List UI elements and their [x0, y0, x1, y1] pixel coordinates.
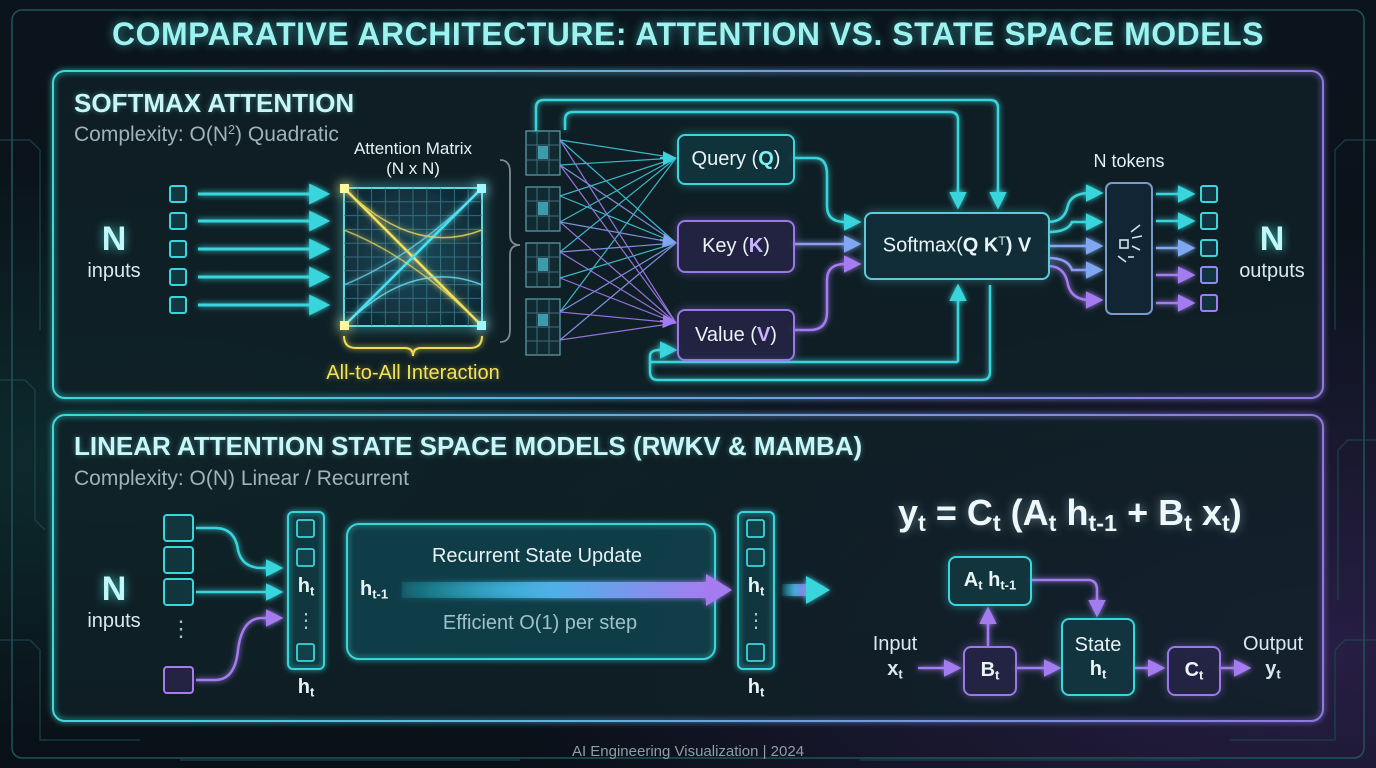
linear-input-arrows — [196, 526, 284, 682]
query-box: Query (Q) — [677, 134, 795, 185]
c-box: Ct — [1167, 646, 1221, 696]
recurrent-arrow — [402, 574, 732, 606]
n-tokens-block — [1105, 182, 1153, 315]
linear-inputs-n: N — [101, 570, 127, 608]
all-to-all-label: All-to-All Interaction — [326, 362, 500, 384]
key-box: Key (K) — [677, 220, 795, 273]
softmax-output-arrows — [1156, 185, 1196, 312]
softmax-output-tokens — [1200, 185, 1218, 312]
right-column-ht: ht — [747, 575, 765, 599]
left-column-ellipsis: ⋮ — [296, 610, 316, 632]
input-label: Input — [872, 633, 918, 655]
softmax-to-tokens-lines — [1047, 184, 1104, 309]
a-h-box: At ht-1 — [948, 556, 1032, 606]
feedback-loops-top — [534, 98, 1007, 210]
linear-input-tokens — [163, 514, 194, 694]
output-label: Output — [1242, 633, 1304, 655]
state-cells-left — [296, 519, 315, 662]
softmax-input-arrows — [198, 183, 331, 316]
softmax-outputs-n: N — [1259, 220, 1285, 258]
state-box: State ht — [1061, 618, 1135, 696]
grouping-brace — [499, 159, 521, 343]
main-title: COMPARATIVE ARCHITECTURE: ATTENTION VS. … — [112, 16, 1264, 52]
right-column-ellipsis: ⋮ — [746, 610, 766, 632]
feedback-loops-bottom — [648, 283, 992, 382]
circuit-traces — [0, 139, 1376, 761]
state-cells-right — [746, 519, 765, 662]
output-y: yt — [1265, 658, 1281, 682]
softmax-input-tokens — [169, 185, 187, 314]
linear-inputs-ellipsis: ⋮ — [170, 616, 192, 641]
softmax-box: Softmax(Q KT) V — [864, 212, 1050, 280]
softmax-panel-title: SOFTMAX ATTENTION — [74, 88, 355, 118]
recurrent-h-prev: ht-1 — [360, 578, 389, 602]
value-box: Value (V) — [677, 309, 795, 361]
softmax-inputs-label: inputs — [87, 260, 141, 282]
left-column-ht: ht — [297, 575, 315, 599]
recurrent-title: Recurrent State Update — [431, 545, 643, 567]
attention-matrix-dims: (N x N) — [386, 159, 440, 178]
ssm-equation: yt = Ct (At ht-1 + Bt xt) — [898, 492, 1242, 536]
softmax-complexity: Complexity: O(N2) Quadratic — [74, 123, 339, 146]
outer-frame — [11, 9, 1365, 759]
qkv-arrowheads — [659, 151, 677, 329]
linear-complexity: Complexity: O(N) Linear / Recurrent — [74, 467, 409, 490]
tokens-block-icon — [1117, 224, 1143, 263]
qkv-mini-grid — [526, 131, 560, 355]
attention-matrix-corners — [340, 184, 486, 330]
b-box: Bt — [963, 646, 1017, 696]
recurrent-subtitle: Efficient O(1) per step — [442, 612, 638, 634]
ssm-flow-arrows — [918, 578, 1252, 677]
qkv-to-softmax-arrows — [793, 156, 862, 332]
softmax-inputs-n: N — [101, 220, 127, 258]
footer-caption: AI Engineering Visualization | 2024 — [571, 743, 805, 760]
right-output-arrow — [782, 576, 830, 604]
linear-inputs-label: inputs — [87, 610, 141, 632]
input-x: xt — [887, 658, 903, 682]
all-to-all-brace — [343, 335, 483, 357]
qkv-fanout-lines — [559, 139, 677, 341]
linear-panel-title: LINEAR ATTENTION STATE SPACE MODELS (RWK… — [74, 431, 863, 461]
softmax-outputs-label: outputs — [1239, 260, 1305, 282]
attention-matrix-label: Attention Matrix — [353, 139, 473, 158]
n-tokens-label: N tokens — [1093, 151, 1165, 171]
left-column-ht-label: ht — [297, 676, 315, 700]
right-column-ht-label: ht — [747, 676, 765, 700]
attention-matrix-diagonals — [343, 187, 483, 327]
